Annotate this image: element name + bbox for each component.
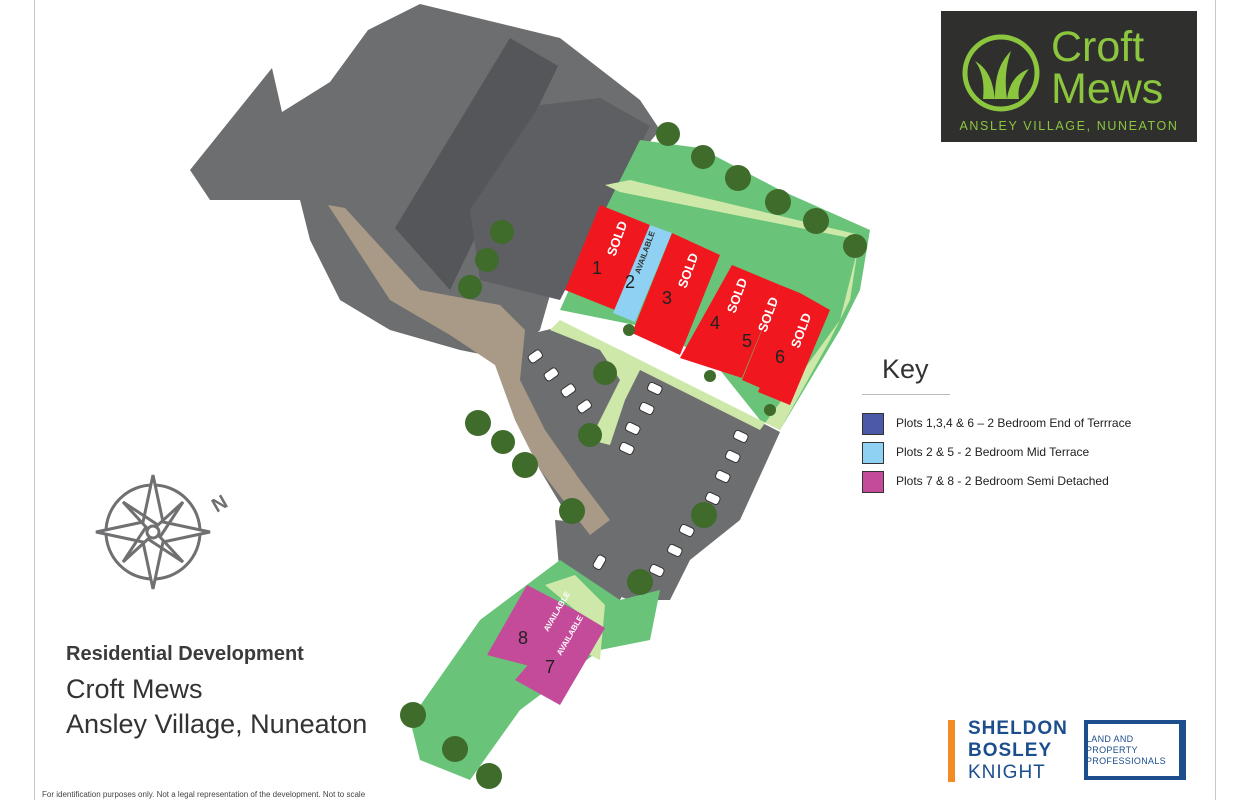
page-frame xyxy=(34,0,1216,800)
plot-7-house[interactable] xyxy=(515,610,605,705)
gravel-drive xyxy=(328,205,610,535)
key-title: Key xyxy=(882,354,929,384)
key-label: Plots 2 & 5 - 2 Bedroom Mid Terrace xyxy=(896,445,1090,459)
logo-title-line2: Mews xyxy=(1051,65,1164,113)
sheldon-bosley-knight-logo: SHELDON BOSLEY KNIGHT LAND AND PROPERTY … xyxy=(948,718,1188,783)
key-swatch xyxy=(862,413,884,435)
development-heading: Residential Development xyxy=(66,643,304,665)
key-swatch xyxy=(862,442,884,464)
plot-number-label: 2 xyxy=(625,272,636,292)
existing-building-1 xyxy=(395,38,558,290)
key-divider xyxy=(862,394,950,395)
developer-name-line3: KNIGHT xyxy=(968,762,1046,783)
footpath-upper xyxy=(550,180,860,445)
croft-mews-logo: Croft Mews ANSLEY VILLAGE, NUNEATON xyxy=(941,11,1197,142)
plot-4-house[interactable] xyxy=(680,265,780,378)
developer-tag-line1: LAND AND xyxy=(1086,734,1134,744)
developer-tag-line3: PROFESSIONALS xyxy=(1086,756,1166,766)
plot-6-house[interactable] xyxy=(758,293,830,405)
parking-bays xyxy=(527,349,749,578)
logo-title-line1: Croft xyxy=(1051,23,1145,71)
plot-number-label: 4 xyxy=(710,313,721,333)
plot-2-house[interactable] xyxy=(613,225,672,322)
logo-frame xyxy=(1084,720,1184,780)
plot-number-label: 5 xyxy=(742,331,753,351)
logo-frame-right xyxy=(1179,720,1186,780)
grass-logo-icon xyxy=(962,34,1040,112)
plot-5-house[interactable] xyxy=(742,285,800,390)
development-name: Croft Mews xyxy=(66,674,203,704)
plot-3-house[interactable] xyxy=(632,233,720,355)
compass-north-label: N xyxy=(208,491,232,517)
logo-tagline: ANSLEY VILLAGE, NUNEATON xyxy=(959,119,1179,133)
developer-tag-line2: PROPERTY xyxy=(1086,745,1138,755)
developer-name-line1: SHELDON xyxy=(968,718,1068,739)
developer-name-line2: BOSLEY xyxy=(968,740,1053,761)
key-label: Plots 7 & 8 - 2 Bedroom Semi Detached xyxy=(896,474,1109,488)
plot-number-label: 7 xyxy=(545,657,556,677)
existing-building-2 xyxy=(470,98,650,300)
logo-accent-bar xyxy=(948,720,955,782)
plot-number-label: 1 xyxy=(592,258,603,278)
trees xyxy=(400,122,867,789)
plot-number-label: 3 xyxy=(662,288,673,308)
disclaimer: For identification purposes only. Not a … xyxy=(42,790,366,799)
key-label: Plots 1,3,4 & 6 – 2 Bedroom End of Terrr… xyxy=(896,416,1132,430)
compass-rose-icon xyxy=(95,474,211,590)
development-location: Ansley Village, Nuneaton xyxy=(66,709,368,739)
key-swatch xyxy=(862,471,884,493)
plot-number-label: 8 xyxy=(518,628,529,648)
plot-number-label: 6 xyxy=(775,347,786,367)
plot-1-house[interactable] xyxy=(565,205,650,310)
